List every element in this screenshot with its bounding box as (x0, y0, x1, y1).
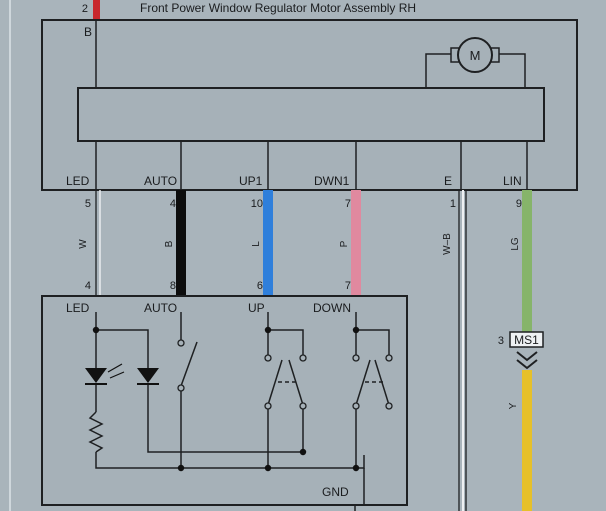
motor-symbol: M (470, 48, 481, 63)
wire-p (351, 190, 361, 296)
ms1-label: MS1 (514, 333, 539, 347)
switch-terminal-auto: AUTO (144, 301, 177, 315)
top-wire-red (93, 0, 100, 20)
wire-code-1: B (164, 240, 175, 247)
yellow-wire (522, 370, 532, 511)
switch-pin-2: 6 (257, 280, 263, 292)
wire-code-4: W–B (442, 233, 453, 255)
switch-pin-0: 4 (85, 280, 91, 292)
controller-leads (95, 141, 528, 190)
assembly-terminal-group: LED 5 AUTO 4 UP1 10 DWN1 7 E 1 LIN 9 (66, 174, 522, 210)
assembly-terminal-lin: LIN (503, 174, 522, 188)
ms1-pin: 3 (498, 335, 504, 347)
wire-l (263, 190, 273, 296)
window-switch-box (41, 295, 408, 506)
wire-lg (522, 190, 532, 332)
switch-pin-1: 8 (170, 280, 176, 292)
motor-icon: M (425, 37, 526, 88)
assembly-terminal-e: E (444, 174, 452, 188)
switch-pin-3: 7 (345, 280, 351, 292)
wire-b (176, 190, 186, 296)
assembly-terminal-auto: AUTO (144, 174, 177, 188)
wire-code-3: P (339, 240, 350, 247)
junction-dots (92, 326, 360, 472)
wire-code-2: L (251, 241, 262, 247)
assembly-pin-dwn1: 7 (345, 198, 351, 210)
wire-code-0: W (78, 239, 89, 249)
assembly-pin-lin: 9 (516, 198, 522, 210)
assembly-pin-led: 5 (85, 198, 91, 210)
switch-terminal-led: LED (66, 301, 90, 315)
switch-circuit (88, 312, 390, 505)
top-pin-label: 2 (82, 3, 88, 15)
top-terminal-label: B (84, 25, 92, 39)
switch-terminal-up: UP (248, 301, 265, 315)
controller-box (77, 87, 545, 142)
switch-contacts (177, 339, 393, 410)
assembly-terminal-led: LED (66, 174, 90, 188)
ms1-connector: MS1 3 (498, 331, 544, 370)
assembly-pin-auto: 4 (170, 198, 176, 210)
assembly-terminal-up1: UP1 (239, 174, 263, 188)
gnd-label: GND (322, 485, 349, 499)
diagram-title: Front Power Window Regulator Motor Assem… (140, 1, 416, 15)
diode-icon (137, 368, 159, 385)
assembly-pin-up1: 10 (251, 198, 263, 210)
harness-wires: W B L P W–B LG (78, 190, 532, 511)
assembly-terminal-dwn1: DWN1 (314, 174, 350, 188)
yellow-wire-code: Y (508, 402, 519, 409)
wire-code-5: LG (510, 237, 521, 251)
switch-terminal-down: DOWN (313, 301, 351, 315)
led-indicator-icon (85, 363, 125, 385)
assembly-pin-e: 1 (450, 198, 456, 210)
